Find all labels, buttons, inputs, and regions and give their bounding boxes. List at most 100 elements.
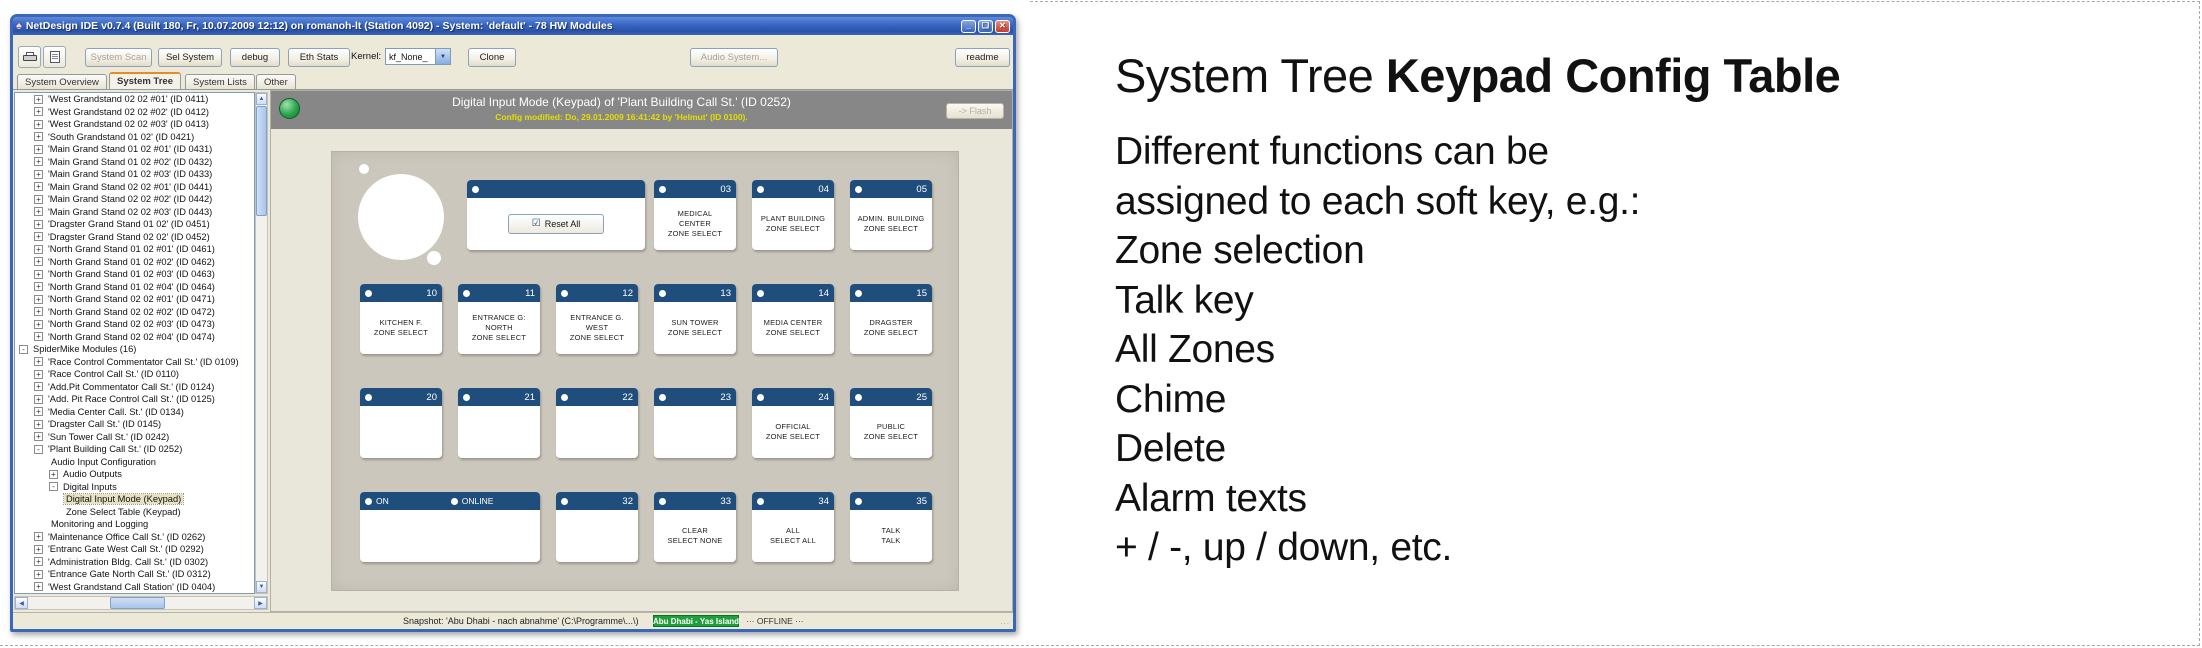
- horizontal-scroll-thumb[interactable]: [110, 597, 165, 609]
- expand-icon[interactable]: +: [34, 194, 43, 204]
- keypad-key-23[interactable]: 23: [654, 388, 736, 458]
- tree-item[interactable]: +'Add.Pit Commentator Call St.' (ID 0124…: [15, 381, 254, 394]
- expand-icon[interactable]: +: [34, 294, 43, 304]
- minimize-button[interactable]: _: [961, 19, 976, 33]
- keypad-key-display[interactable]: ☑Reset All: [467, 180, 645, 250]
- expand-icon[interactable]: +: [34, 532, 43, 542]
- expand-icon[interactable]: +: [34, 282, 43, 292]
- reset-all-button[interactable]: ☑Reset All: [508, 214, 604, 234]
- tree-item[interactable]: -Digital Inputs: [15, 481, 254, 494]
- tree-item[interactable]: +'Race Control Call St.' (ID 0110): [15, 368, 254, 381]
- expand-icon[interactable]: +: [34, 419, 43, 429]
- tree-item[interactable]: +'North Grand Stand 02 02 #04' (ID 0474): [15, 331, 254, 344]
- expand-icon[interactable]: +: [34, 107, 43, 117]
- tree-item[interactable]: +'Main Grand Stand 01 02 #02' (ID 0432): [15, 156, 254, 169]
- tree-item[interactable]: +'Add. Pit Race Control Call St.' (ID 01…: [15, 393, 254, 406]
- expand-icon[interactable]: +: [34, 569, 43, 579]
- tree-item-selected[interactable]: Digital Input Mode (Keypad): [15, 493, 254, 506]
- tree-item[interactable]: +'West Grandstand Call Station' (ID 0404…: [15, 581, 254, 594]
- tree-item[interactable]: +'North Grand Stand 02 02 #01' (ID 0471): [15, 293, 254, 306]
- tree-item[interactable]: +'Dragster Grand Stand 02 02' (ID 0452): [15, 231, 254, 244]
- expand-icon[interactable]: +: [34, 157, 43, 167]
- tree-item[interactable]: +'Sun Tower Call St.' (ID 0242): [15, 431, 254, 444]
- tree-item[interactable]: -'Plant Building Call St.' (ID 0252): [15, 443, 254, 456]
- export-page-button[interactable]: [43, 46, 66, 68]
- tree-item[interactable]: +'Main Grand Stand 01 02 #01' (ID 0431): [15, 143, 254, 156]
- tree-item[interactable]: +'Main Grand Stand 02 02 #02' (ID 0442): [15, 193, 254, 206]
- tab-system-lists[interactable]: System Lists: [185, 74, 255, 89]
- clone-button[interactable]: Clone: [468, 48, 516, 67]
- tree-item[interactable]: +'Administration Bldg. Call St.' (ID 030…: [15, 556, 254, 569]
- tree-item[interactable]: +'Main Grand Stand 01 02 #03' (ID 0433): [15, 168, 254, 181]
- system-scan-button[interactable]: System Scan: [85, 48, 152, 67]
- scroll-right-icon[interactable]: ▶: [254, 597, 267, 609]
- tree-item[interactable]: +'Main Grand Stand 02 02 #03' (ID 0443): [15, 206, 254, 219]
- tree-item[interactable]: +'North Grand Stand 01 02 #03' (ID 0463): [15, 268, 254, 281]
- expand-icon[interactable]: +: [34, 382, 43, 392]
- expand-icon[interactable]: +: [34, 394, 43, 404]
- expand-icon[interactable]: +: [34, 307, 43, 317]
- scroll-up-icon[interactable]: ▲: [256, 93, 267, 105]
- tree-item[interactable]: +'Media Center Call. St.' (ID 0134): [15, 406, 254, 419]
- expand-icon[interactable]: +: [34, 582, 43, 592]
- tree-item[interactable]: +'Main Grand Stand 02 02 #01' (ID 0441): [15, 181, 254, 194]
- tree-item[interactable]: +'West Grandstand 02 02 #01' (ID 0411): [15, 93, 254, 106]
- tree-item[interactable]: +'Dragster Grand Stand 01 02' (ID 0451): [15, 218, 254, 231]
- tree-item[interactable]: Audio Input Configuration: [15, 456, 254, 469]
- audio-system-button[interactable]: Audio System...: [690, 48, 778, 67]
- kernel-select[interactable]: kf_None_ ▼: [385, 48, 451, 65]
- resize-grip[interactable]: ...: [1000, 617, 1010, 626]
- keypad-key-21[interactable]: 21: [458, 388, 540, 458]
- tree-item[interactable]: +'North Grand Stand 01 02 #04' (ID 0464): [15, 281, 254, 294]
- expand-icon[interactable]: +: [34, 544, 43, 554]
- sel-system-button[interactable]: Sel System: [158, 48, 222, 67]
- expand-icon[interactable]: +: [34, 332, 43, 342]
- expand-icon[interactable]: +: [34, 182, 43, 192]
- vertical-scroll-thumb[interactable]: [256, 106, 267, 216]
- expand-icon[interactable]: +: [34, 432, 43, 442]
- expand-icon[interactable]: +: [49, 469, 58, 479]
- expand-icon[interactable]: +: [34, 94, 43, 104]
- tree-vertical-scrollbar[interactable]: ▲ ▼: [255, 92, 268, 594]
- tree-item[interactable]: +'Entranc Gate West Call St.' (ID 0292): [15, 543, 254, 556]
- expand-icon[interactable]: +: [34, 219, 43, 229]
- eth-stats-button[interactable]: Eth Stats: [288, 48, 350, 67]
- tree-item[interactable]: +'Dragster Call St.' (ID 0145): [15, 418, 254, 431]
- scroll-down-icon[interactable]: ▼: [256, 581, 267, 593]
- print-button[interactable]: [18, 46, 41, 68]
- expand-icon[interactable]: +: [34, 357, 43, 367]
- tab-other[interactable]: Other: [256, 74, 296, 89]
- keypad-key-22[interactable]: 22: [556, 388, 638, 458]
- tree-horizontal-scrollbar[interactable]: ◀ ▶: [14, 596, 268, 610]
- tree-item[interactable]: +'South Grandstand 01 02' (ID 0421): [15, 131, 254, 144]
- tree-item[interactable]: +'North Grand Stand 02 02 #03' (ID 0473): [15, 318, 254, 331]
- close-button[interactable]: ✕: [995, 19, 1010, 33]
- expand-icon[interactable]: +: [34, 169, 43, 179]
- tree-item[interactable]: +'Maintenance Office Call St.' (ID 0262): [15, 531, 254, 544]
- expand-icon[interactable]: +: [34, 557, 43, 567]
- readme-button[interactable]: readme: [955, 48, 1010, 67]
- debug-button[interactable]: debug: [230, 48, 280, 67]
- keypad-key-32[interactable]: 32: [556, 492, 638, 562]
- expand-icon[interactable]: +: [34, 407, 43, 417]
- tree-item[interactable]: +'North Grand Stand 02 02 #02' (ID 0472): [15, 306, 254, 319]
- expand-icon[interactable]: +: [34, 144, 43, 154]
- expand-icon[interactable]: +: [34, 369, 43, 379]
- scroll-left-icon[interactable]: ◀: [15, 597, 28, 609]
- expand-icon[interactable]: +: [34, 232, 43, 242]
- tree-item[interactable]: -SpiderMike Modules (16): [15, 343, 254, 356]
- collapse-icon[interactable]: -: [19, 344, 28, 354]
- tree-item[interactable]: +'North Grand Stand 01 02 #01' (ID 0461): [15, 243, 254, 256]
- flash-button[interactable]: -> Flash: [946, 103, 1004, 119]
